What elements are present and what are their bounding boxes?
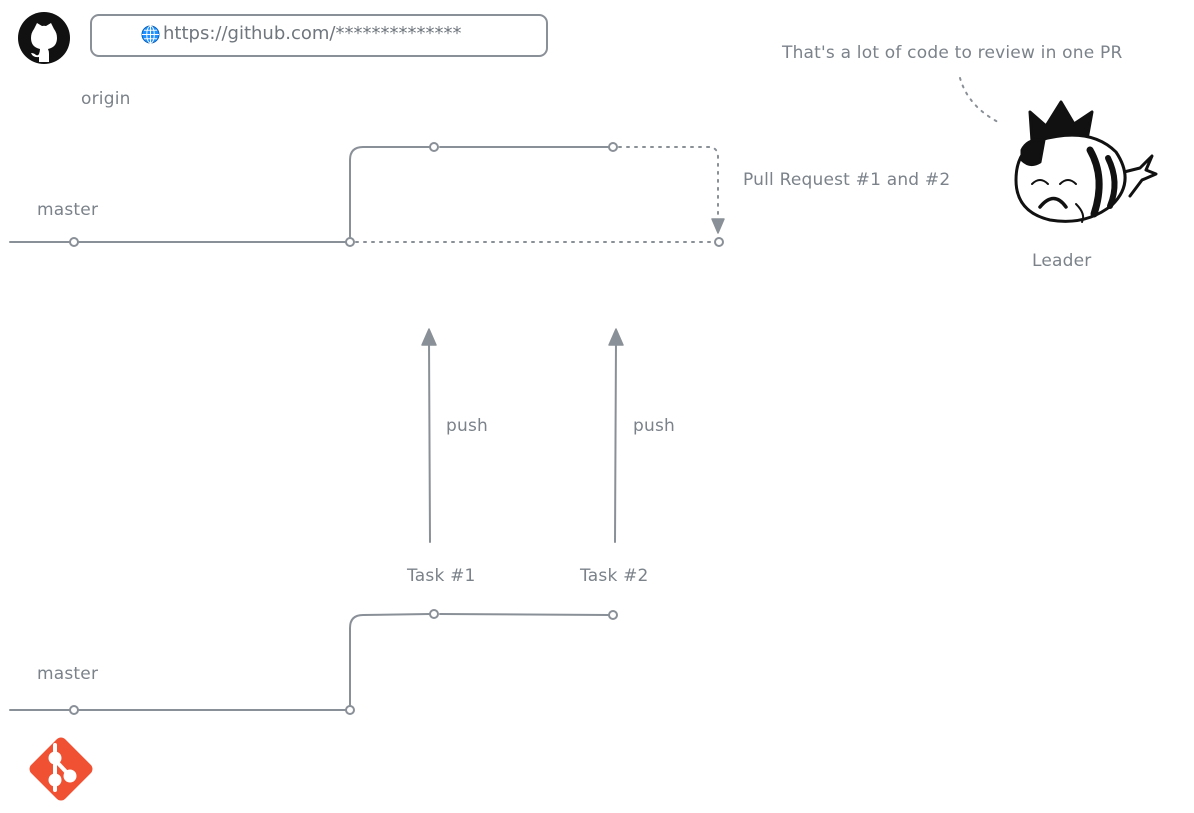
git-logo-glyph — [48, 743, 77, 792]
globe-icon — [141, 25, 160, 44]
url-text[interactable]: https://github.com/************** — [163, 23, 462, 44]
remote-master-label: master — [37, 200, 99, 220]
local-task2-commit — [608, 610, 618, 620]
push-arrow-1-head — [421, 328, 437, 346]
remote-branch-line — [349, 146, 431, 239]
remote-task2-commit — [608, 142, 618, 152]
github-logo-icon — [18, 12, 70, 64]
local-task1-commit — [429, 609, 439, 619]
crowned-leader-avatar — [1014, 100, 1158, 223]
remote-task1-commit — [429, 142, 439, 152]
push-arrow-2-shaft — [614, 339, 617, 543]
speech-tail-dotted — [959, 77, 999, 123]
local-master-commit-1 — [69, 705, 79, 715]
local-master-label: master — [37, 664, 99, 684]
pull-request-arrowhead — [711, 218, 725, 234]
task-2-label: Task #2 — [580, 566, 649, 586]
local-branch-line — [349, 613, 431, 707]
push-arrow-2-head — [608, 328, 624, 346]
origin-label: origin — [81, 89, 131, 109]
task-1-label: Task #1 — [407, 566, 476, 586]
leader-speech-text: That's a lot of code to review in one PR — [782, 43, 1123, 63]
local-master-commit-2 — [345, 705, 355, 715]
merge-target-commit — [714, 237, 724, 247]
leader-label: Leader — [1032, 251, 1092, 271]
pull-request-dotted-path — [618, 146, 719, 221]
push-arrow-1-shaft — [428, 339, 431, 543]
remote-master-commit-1 — [69, 237, 79, 247]
url-bar[interactable] — [90, 14, 548, 57]
pull-request-label: Pull Request #1 and #2 — [743, 170, 951, 190]
local-branch-segment — [439, 613, 610, 616]
remote-master-commit-2 — [345, 237, 355, 247]
push-label-1: push — [446, 416, 488, 436]
push-label-2: push — [633, 416, 675, 436]
